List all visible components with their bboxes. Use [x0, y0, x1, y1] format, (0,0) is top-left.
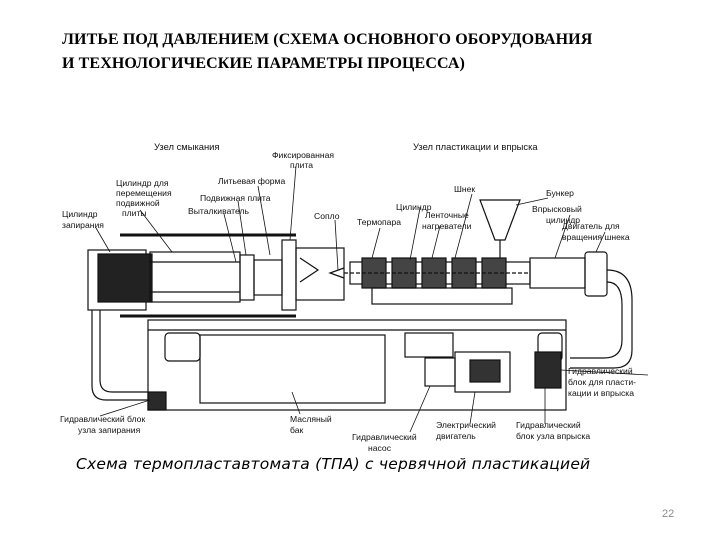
label-locking-cylinder-2: запирания	[62, 220, 104, 230]
screw-motor	[584, 251, 608, 297]
bed-window-left	[164, 332, 201, 362]
hydraulic-valve-block-left	[147, 391, 167, 411]
hydraulic-valve-block-right	[534, 351, 562, 389]
mold-cavity	[299, 257, 320, 283]
label-thermocouple: Термопара	[357, 217, 401, 227]
machine-bed	[147, 319, 567, 411]
label-ejector: Выталкиватель	[188, 206, 250, 216]
label-moving-cylinder-2: перемещения	[116, 188, 172, 198]
label-electric-motor-1: Электрический	[436, 420, 496, 430]
fixed-platen	[281, 239, 297, 311]
label-moving-platen: Подвижная плита	[200, 193, 271, 203]
label-hyd-block-clamp-1: Гидравлический блок	[60, 414, 145, 424]
clamp-frame	[149, 251, 241, 303]
slide-title: ЛИТЬЕ ПОД ДАВЛЕНИЕМ (СХЕМА ОСНОВНОГО ОБО…	[62, 28, 702, 76]
hydraulic-pump-body	[424, 357, 456, 387]
locking-cylinder-coil	[97, 253, 153, 303]
label-mold: Литьевая форма	[218, 176, 285, 186]
oil-tank-body	[199, 334, 386, 404]
label-injection-cylinder-1: Впрысковый	[532, 204, 582, 214]
hopper	[479, 199, 521, 241]
label-electric-motor-2: двигатель	[436, 431, 476, 441]
label-fixed-platen-2: плита	[290, 160, 313, 170]
label-hyd-block-injection-right-2: блок для пласти-	[568, 377, 636, 387]
hydraulic-pipe-left-outer	[91, 310, 148, 401]
heading-plasticizing-unit: Узел пластикации и впрыска	[413, 141, 538, 152]
heading-clamping-unit: Узел смыкания	[154, 141, 219, 152]
label-oil-tank-2: бак	[290, 425, 304, 435]
slide-title-line-1: ЛИТЬЕ ПОД ДАВЛЕНИЕМ (СХЕМА ОСНОВНОГО ОБО…	[62, 31, 593, 48]
label-fixed-platen-1: Фиксированная	[272, 150, 334, 160]
mold-half-fixed	[295, 247, 345, 301]
nozzle-tip	[328, 267, 345, 279]
label-hopper: Бункер	[546, 188, 574, 198]
label-hyd-block-injection-bottom-2: блок узла впрыска	[516, 431, 590, 441]
label-hyd-block-injection-bottom-1: Гидравлический	[516, 420, 581, 430]
label-moving-cylinder-4: плиты	[122, 208, 147, 218]
label-hyd-block-injection-right-1: Гидравлический	[568, 366, 633, 376]
label-moving-cylinder-1: Цилиндр для	[116, 178, 169, 188]
electric-motor-core	[469, 359, 501, 383]
label-locking-cylinder-1: Цилиндр	[62, 209, 98, 219]
label-nozzle: Сопло	[314, 211, 340, 221]
label-band-heaters-1: Ленточные	[425, 210, 469, 220]
label-hydraulic-pump-2: насос	[368, 443, 392, 453]
injection-cylinder	[529, 257, 586, 289]
diagram-caption: Схема термопластавтомата (ТПА) с червячн…	[76, 455, 591, 473]
mold-half-moving	[253, 259, 283, 296]
hydraulic-pipe-right-inner	[570, 281, 623, 359]
moving-platen	[239, 254, 255, 301]
label-hydraulic-pump-1: Гидравлический	[352, 432, 417, 442]
label-hyd-block-clamp-2: узла запирания	[78, 425, 141, 435]
page-number: 22	[662, 508, 675, 520]
slide-title-line-2: И ТЕХНОЛОГИЧЕСКИЕ ПАРАМЕТРЫ ПРОЦЕССА)	[62, 55, 465, 72]
carriage	[371, 287, 513, 305]
label-hyd-block-injection-right-3: кации и впрыска	[568, 388, 634, 398]
hydraulic-pipe-right	[570, 269, 633, 369]
label-screw-motor-1: Двигатель для	[562, 221, 620, 231]
label-barrel: Цилиндр	[396, 202, 432, 212]
label-injection-cylinder-2: цилиндр	[546, 215, 580, 225]
label-band-heaters-2: нагреватели	[422, 221, 472, 231]
bed-panel	[404, 332, 454, 358]
label-screw-motor-2: вращения шнека	[562, 232, 630, 242]
label-oil-tank-1: Масляный	[290, 414, 332, 424]
hydraulic-pipe-left	[99, 310, 148, 393]
label-screw: Шнек	[454, 184, 475, 194]
label-moving-cylinder-3: подвижной	[116, 198, 160, 208]
